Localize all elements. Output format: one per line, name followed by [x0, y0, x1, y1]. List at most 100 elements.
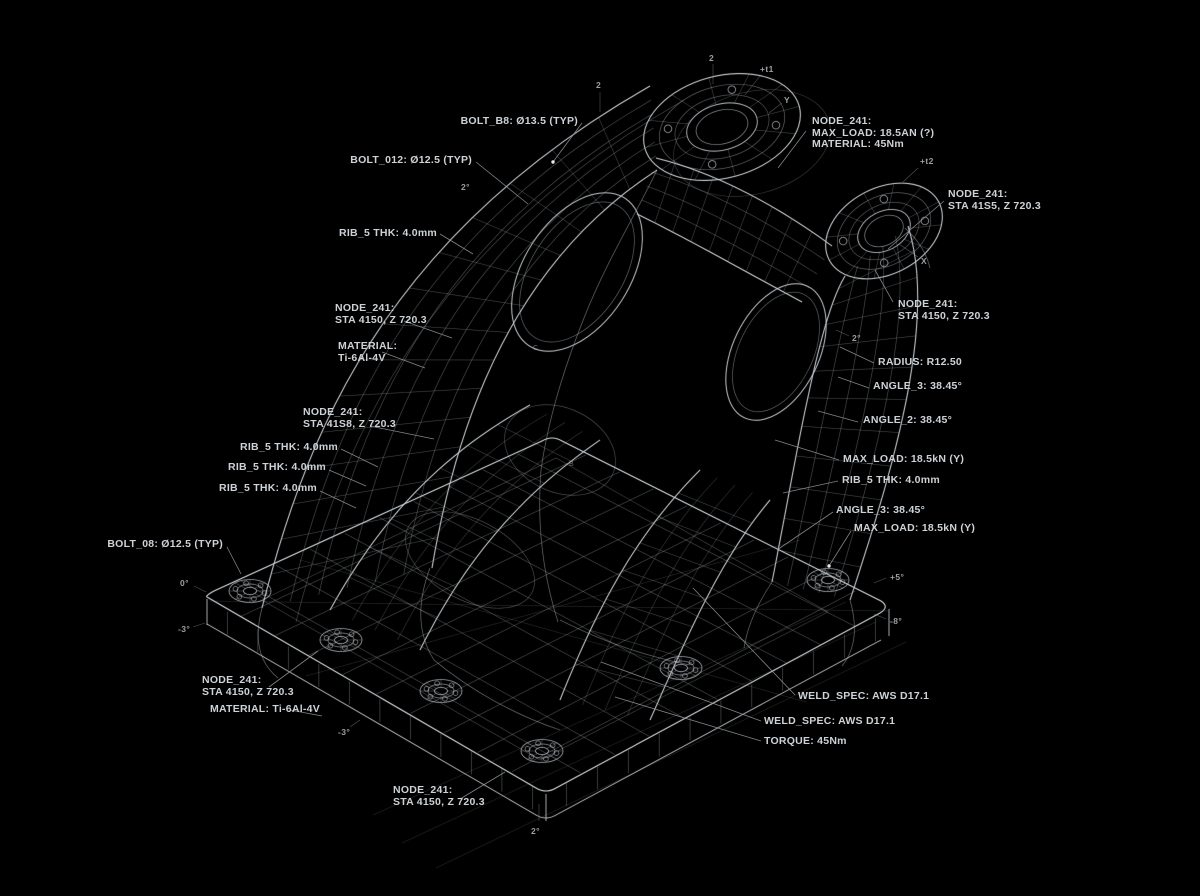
- tick-line: [192, 622, 206, 628]
- callout-label: MAX_LOAD: 18.5kN (Y): [843, 453, 965, 466]
- tick-line: [744, 75, 761, 96]
- callout-label: MAX_LOAD: 18.5kN (Y): [854, 522, 976, 535]
- bolt-bosses: [228, 568, 850, 763]
- leader-line: [381, 351, 426, 369]
- callout-label: ANGLE_3: 38.45°: [836, 504, 926, 517]
- leader-line: [268, 650, 319, 688]
- callout-line: TORQUE: 45Nm: [764, 735, 847, 747]
- leader-line: [887, 200, 945, 250]
- tick-label: -3°: [338, 727, 351, 737]
- callout-label: RIB_5 THK: 4.0mm: [219, 482, 317, 495]
- leader-line: [837, 376, 870, 389]
- callout-label: NODE_241:STA 41S5, Z 720.3: [948, 188, 1041, 212]
- callout-line: MATERIAL: 45Nm: [812, 138, 904, 150]
- callout-label: RADIUS: R12.50: [878, 356, 962, 369]
- tick-line: [835, 329, 850, 337]
- callout-label: RIB_5 THK: 4.0mm: [228, 461, 326, 474]
- leader-line: [874, 269, 894, 303]
- callout-line: STA 4150, Z 720.3: [393, 795, 485, 808]
- micro-mark: B: [569, 461, 574, 468]
- callout-line: NODE_241:: [335, 302, 395, 314]
- tick-label: +t1: [760, 64, 774, 74]
- callout-line: STA 41S8, Z 720.3: [303, 417, 396, 430]
- callout-line: BOLT_B8: Ø13.5 (TYP): [460, 115, 578, 127]
- callout-label: WELD_SPEC: AWS D17.1: [798, 690, 930, 703]
- callout-line: Ti-6Al-4V: [338, 351, 386, 364]
- leader-line: [403, 320, 453, 339]
- tick-line: [873, 613, 887, 620]
- leader-line: [614, 696, 762, 742]
- callout-line: STA 41S5, Z 720.3: [948, 199, 1041, 212]
- leader-line: [782, 480, 839, 494]
- leader-line: [289, 709, 323, 717]
- leader-line: [817, 410, 859, 423]
- callout-line: MATERIAL:: [338, 340, 398, 352]
- callout-line: WELD_SPEC: AWS D17.1: [798, 690, 930, 702]
- leader-line: [776, 511, 834, 551]
- tick-label: 2°: [852, 333, 861, 343]
- tick-label: -3°: [178, 624, 191, 634]
- callout-line: NODE_241:: [898, 298, 958, 310]
- callout-label: NODE_241:MAX_LOAD: 18.5AN (?)MATERIAL: 4…: [812, 115, 935, 151]
- base-grid: [240, 453, 856, 773]
- leader-dot: [827, 564, 831, 568]
- leaders: [192, 64, 945, 821]
- callout-line: NODE_241:: [202, 674, 262, 686]
- callout-line: NODE_241:: [303, 406, 363, 418]
- callout-label: RIB_5 THK: 4.0mm: [842, 474, 940, 487]
- callout-line: RIB_5 THK: 4.0mm: [240, 441, 338, 453]
- callout-label: NODE_241:STA 41S8, Z 720.3: [303, 406, 396, 430]
- callout-line: ANGLE_3: 38.45°: [836, 504, 926, 516]
- tick-line: [902, 167, 919, 183]
- tick-label: 2: [596, 80, 602, 90]
- callout-line: STA 4150, Z 720.3: [335, 313, 427, 326]
- callout-line: WELD_SPEC: AWS D17.1: [764, 715, 896, 727]
- leader-line: [439, 233, 474, 255]
- tick-label: 0°: [180, 578, 189, 588]
- callout-line: MAX_LOAD: 18.5kN (Y): [843, 453, 965, 465]
- tick-label: +5°: [890, 572, 905, 582]
- callout-line: BOLT_012: Ø12.5 (TYP): [350, 154, 472, 166]
- callout-label: MATERIAL:Ti-6Al-4V: [338, 340, 398, 364]
- micro-mark: C: [533, 345, 539, 352]
- leader-line: [777, 130, 807, 169]
- callout-line: ANGLE_2: 38.45°: [863, 414, 953, 426]
- callout-line: RIB_5 THK: 4.0mm: [219, 482, 317, 494]
- callout-label: NODE_241:STA 4150, Z 720.3: [335, 302, 427, 326]
- tick-line: [193, 585, 207, 593]
- callout-label: WELD_SPEC: AWS D17.1: [764, 715, 896, 728]
- leader-line: [475, 161, 529, 205]
- callout-line: ANGLE_3: 38.45°: [873, 380, 963, 392]
- callout-label: TORQUE: 45Nm: [764, 735, 847, 748]
- leader-line: [774, 439, 840, 461]
- leader-line: [226, 546, 242, 575]
- callout-line: STA 4150, Z 720.3: [202, 685, 294, 698]
- tick-line: [349, 719, 361, 728]
- callout-label: BOLT_B8: Ø13.5 (TYP): [460, 115, 578, 128]
- window-cutouts: [405, 192, 827, 609]
- tick-label: -8°: [890, 616, 903, 626]
- leader-line: [600, 661, 762, 722]
- callout-line: NODE_241:: [393, 784, 453, 796]
- callout-label: RIB_5 THK: 4.0mm: [339, 227, 437, 240]
- callout-line: RIB_5 THK: 4.0mm: [842, 474, 940, 486]
- leader-dot: [551, 160, 555, 164]
- callout-line: MAX_LOAD: 18.5kN (Y): [854, 522, 976, 534]
- callout-label: NODE_241:STA 4150, Z 720.3: [898, 298, 990, 322]
- tick-label: X: [921, 256, 928, 266]
- callout-label: ANGLE_3: 38.45°: [873, 380, 963, 393]
- callout-line: MATERIAL: Ti-6Al-4V: [210, 703, 320, 715]
- construction-lines: [209, 539, 907, 869]
- callout-line: MAX_LOAD: 18.5AN (?): [812, 126, 935, 139]
- tick-label: +t2: [920, 156, 934, 166]
- tick-line: [873, 577, 887, 584]
- callout-label: NODE_241:STA 4150, Z 720.3: [202, 674, 294, 698]
- callout-label: ANGLE_2: 38.45°: [863, 414, 953, 427]
- tick-line: [768, 102, 783, 114]
- leader-line: [692, 587, 796, 696]
- bore-heads: [643, 73, 943, 280]
- callout-label: RIB_5 THK: 4.0mm: [240, 441, 338, 454]
